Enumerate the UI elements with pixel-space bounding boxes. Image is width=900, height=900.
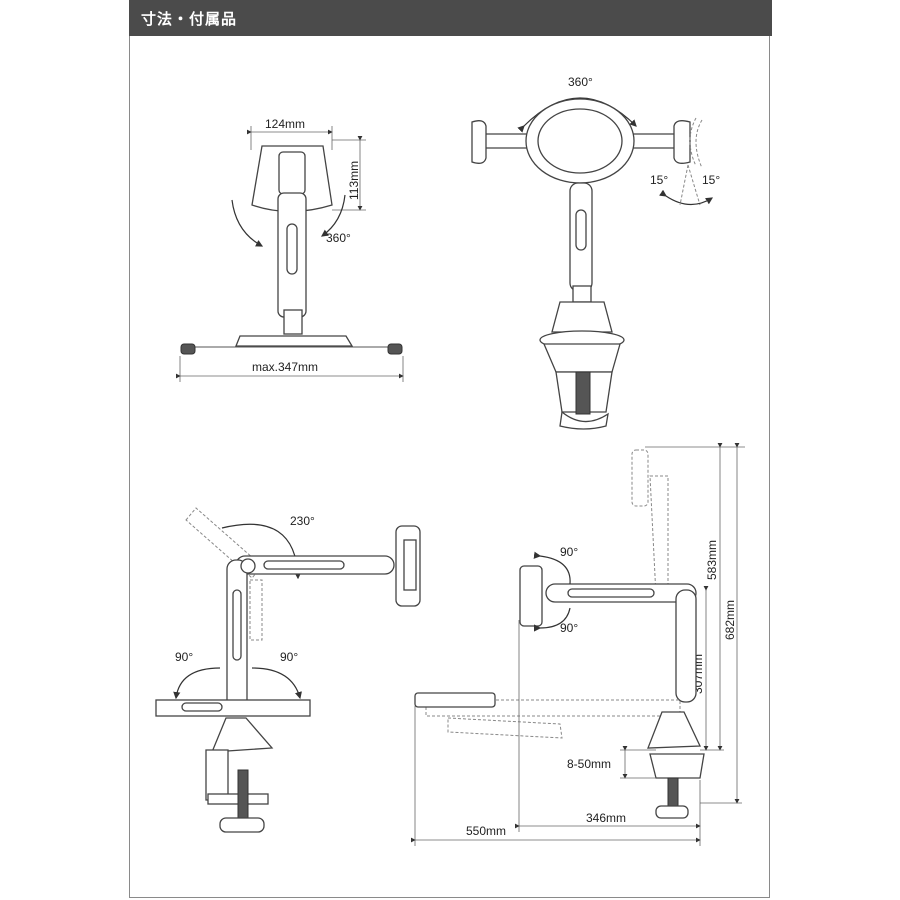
swing-label: 230°	[290, 514, 315, 528]
holder-rotation-label: 360°	[568, 75, 593, 89]
section-header: 寸法・付属品	[129, 0, 772, 36]
tilt-down-label: 90°	[560, 621, 578, 635]
tilt-up-label: 90°	[560, 545, 578, 559]
section-title: 寸法・付属品	[141, 10, 238, 28]
holder-view: 360° 15° 15°	[471, 75, 720, 430]
reach-550-label: 550mm	[466, 824, 506, 838]
left-angle-label: 90°	[175, 650, 193, 664]
rotation-label: 360°	[326, 231, 351, 245]
height-label: 113mm	[347, 161, 361, 200]
width-label: 124mm	[265, 117, 305, 131]
dimension-view: 583mm 682mm 307mm 90° 90° 8-50mm	[411, 443, 745, 846]
base-width-label: max.347mm	[252, 360, 318, 374]
tilt-left-label: 15°	[650, 173, 668, 187]
front-view: 124mm 113mm 360° max.347mm	[176, 117, 404, 382]
arm-swing-view: 230° 90° 90°	[155, 507, 421, 833]
tilt-right-label: 15°	[702, 173, 720, 187]
height-682-label: 682mm	[723, 600, 737, 640]
reach-346-label: 346mm	[586, 811, 626, 825]
height-583-label: 583mm	[705, 540, 719, 580]
clamp-range-label: 8-50mm	[567, 757, 611, 771]
right-angle-label: 90°	[280, 650, 298, 664]
